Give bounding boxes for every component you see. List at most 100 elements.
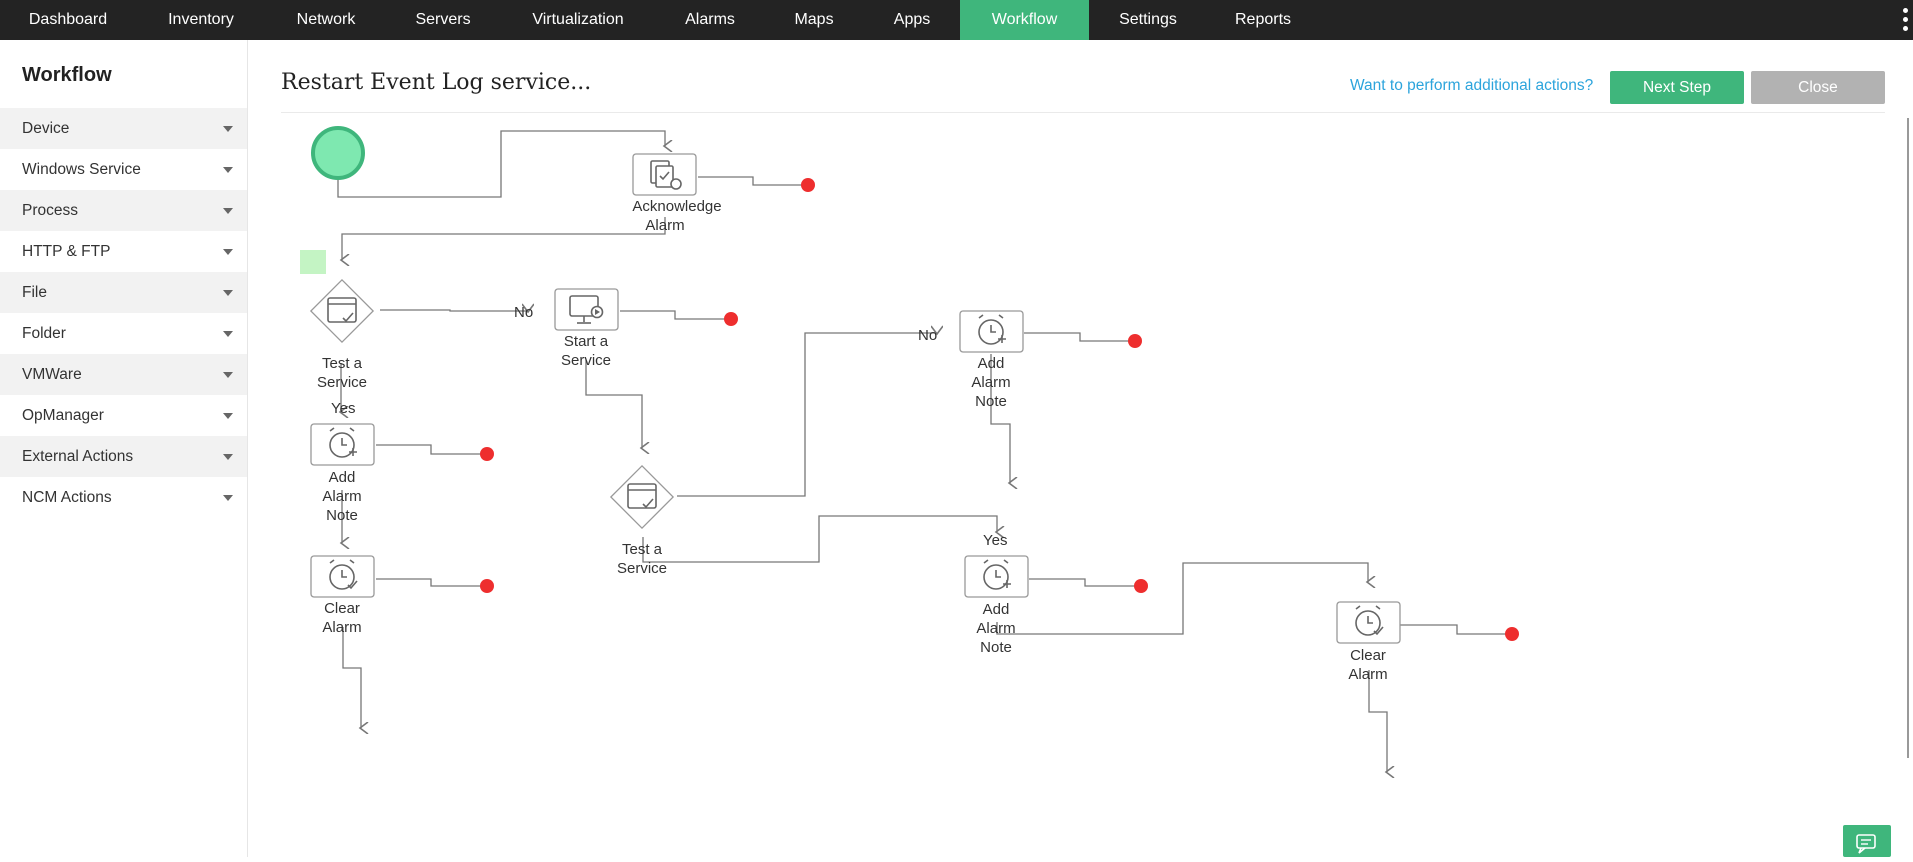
node-label: Note [975,393,1007,410]
node-test-a-service[interactable]: Test a Service [609,464,675,577]
nav-alarms[interactable]: Alarms [685,11,735,28]
caret-down-icon [223,249,233,255]
caret-down-icon [223,331,233,337]
nav-apps[interactable]: Apps [893,11,931,28]
caret-down-icon [223,208,233,214]
end-dot [1128,334,1142,348]
sidebar-item-label: HTTP & FTP [22,243,111,260]
node-acknowledge-alarm[interactable]: Acknowledge Alarm [632,153,722,234]
add-alarm-note-icon [329,427,357,458]
end-dot [1134,579,1148,593]
test-service-icon [327,297,357,323]
node-label: Clear [1350,647,1386,664]
connector [380,310,528,311]
add-alarm-note-icon [983,559,1011,590]
end-dot [724,312,738,326]
node-label: Alarm [1348,666,1387,683]
nav-settings[interactable]: Settings [1119,11,1177,28]
connector [1024,332,1135,342]
sidebar-item-http-ftp[interactable]: HTTP & FTP [0,231,247,272]
acknowledge-alarm-icon [650,160,682,190]
start-service-icon [569,295,604,324]
sidebar-item-opmanager[interactable]: OpManager [0,395,247,436]
sidebar-item-label: VMWare [22,366,82,383]
end-dot [1505,627,1519,641]
node-label: Alarm [976,620,1015,637]
workflow-start-node[interactable] [311,126,365,180]
chat-icon[interactable] [1843,825,1891,857]
node-add-alarm-note[interactable]: Add Alarm Note [964,555,1029,656]
node-label: Start a [564,333,609,350]
connector [337,130,665,198]
node-label: Test a [622,541,663,558]
node-label: Note [980,639,1012,656]
sidebar-item-windows-service[interactable]: Windows Service [0,149,247,190]
sidebar-item-vmware[interactable]: VMWare [0,354,247,395]
additional-actions-link[interactable]: Want to perform additional actions? [1350,77,1594,94]
end-dot [480,579,494,593]
nav-network[interactable]: Network [296,11,356,28]
node-label: Test a [322,355,363,372]
connector [677,333,937,497]
node-label: Service [317,374,367,391]
close-button[interactable]: Close [1751,71,1885,104]
node-label: Note [326,507,358,524]
top-navigation-bar: Dashboard Inventory Network Servers Virt… [0,0,1913,40]
workflow-connectors [337,130,1512,772]
connector [376,444,487,455]
nav-maps[interactable]: Maps [794,11,834,28]
connector [1400,624,1512,635]
node-clear-alarm[interactable]: Clear Alarm [1336,601,1401,683]
connector [996,562,1368,635]
node-label: Service [617,560,667,577]
node-add-alarm-note[interactable]: Add Alarm Note [959,310,1024,410]
sidebar-item-process[interactable]: Process [0,190,247,231]
sidebar-item-label: Device [22,120,70,137]
caret-down-icon [223,126,233,132]
more-options-icon[interactable] [1897,0,1913,40]
node-clear-alarm[interactable]: Clear Alarm [310,555,375,636]
branch-label-yes: Yes [331,400,355,417]
sidebar-item-ncm-actions[interactable]: NCM Actions [0,477,247,518]
sidebar-item-label: External Actions [22,448,134,465]
node-add-alarm-note[interactable]: Add Alarm Note [310,423,375,524]
connector [620,310,731,320]
sidebar-title: Workflow [22,64,112,86]
node-label: Add [983,601,1010,618]
drop-target-marker [300,250,326,274]
nav-servers[interactable]: Servers [415,11,471,28]
test-service-icon [627,483,657,509]
sidebar-item-file[interactable]: File [0,272,247,313]
node-label: Service [561,352,611,369]
sidebar-item-folder[interactable]: Folder [0,313,247,354]
scrollbar[interactable] [1907,118,1909,758]
header-divider [281,112,1885,113]
connector [1368,670,1387,772]
node-label: Add [978,355,1005,372]
node-start-a-service[interactable]: Start a Service [554,288,619,369]
nav-virtualization[interactable]: Virtualization [532,11,624,28]
branch-label-no: No [918,327,937,344]
connector [342,217,666,260]
sidebar-item-external-actions[interactable]: External Actions [0,436,247,477]
clear-alarm-icon [329,559,358,590]
sidebar-item-label: OpManager [22,407,104,424]
branch-label-no: No [514,304,533,321]
sidebar-item-label: Windows Service [22,161,141,178]
caret-down-icon [223,495,233,501]
sidebar-item-label: Folder [22,325,66,342]
connector [698,176,806,186]
next-step-button[interactable]: Next Step [1610,71,1744,104]
sidebar-item-device[interactable]: Device [0,108,247,149]
nav-reports[interactable]: Reports [1234,11,1292,28]
nav-inventory[interactable]: Inventory [168,11,234,28]
branch-label-yes: Yes [983,532,1007,549]
nav-dashboard[interactable]: Dashboard [28,11,108,28]
nav-workflow[interactable]: Workflow [960,0,1089,40]
node-label: Acknowledge [632,198,721,215]
node-label: Alarm [322,619,361,636]
connector [642,515,997,563]
node-test-a-service[interactable]: Test a Service [309,278,375,391]
connector [1029,578,1141,587]
